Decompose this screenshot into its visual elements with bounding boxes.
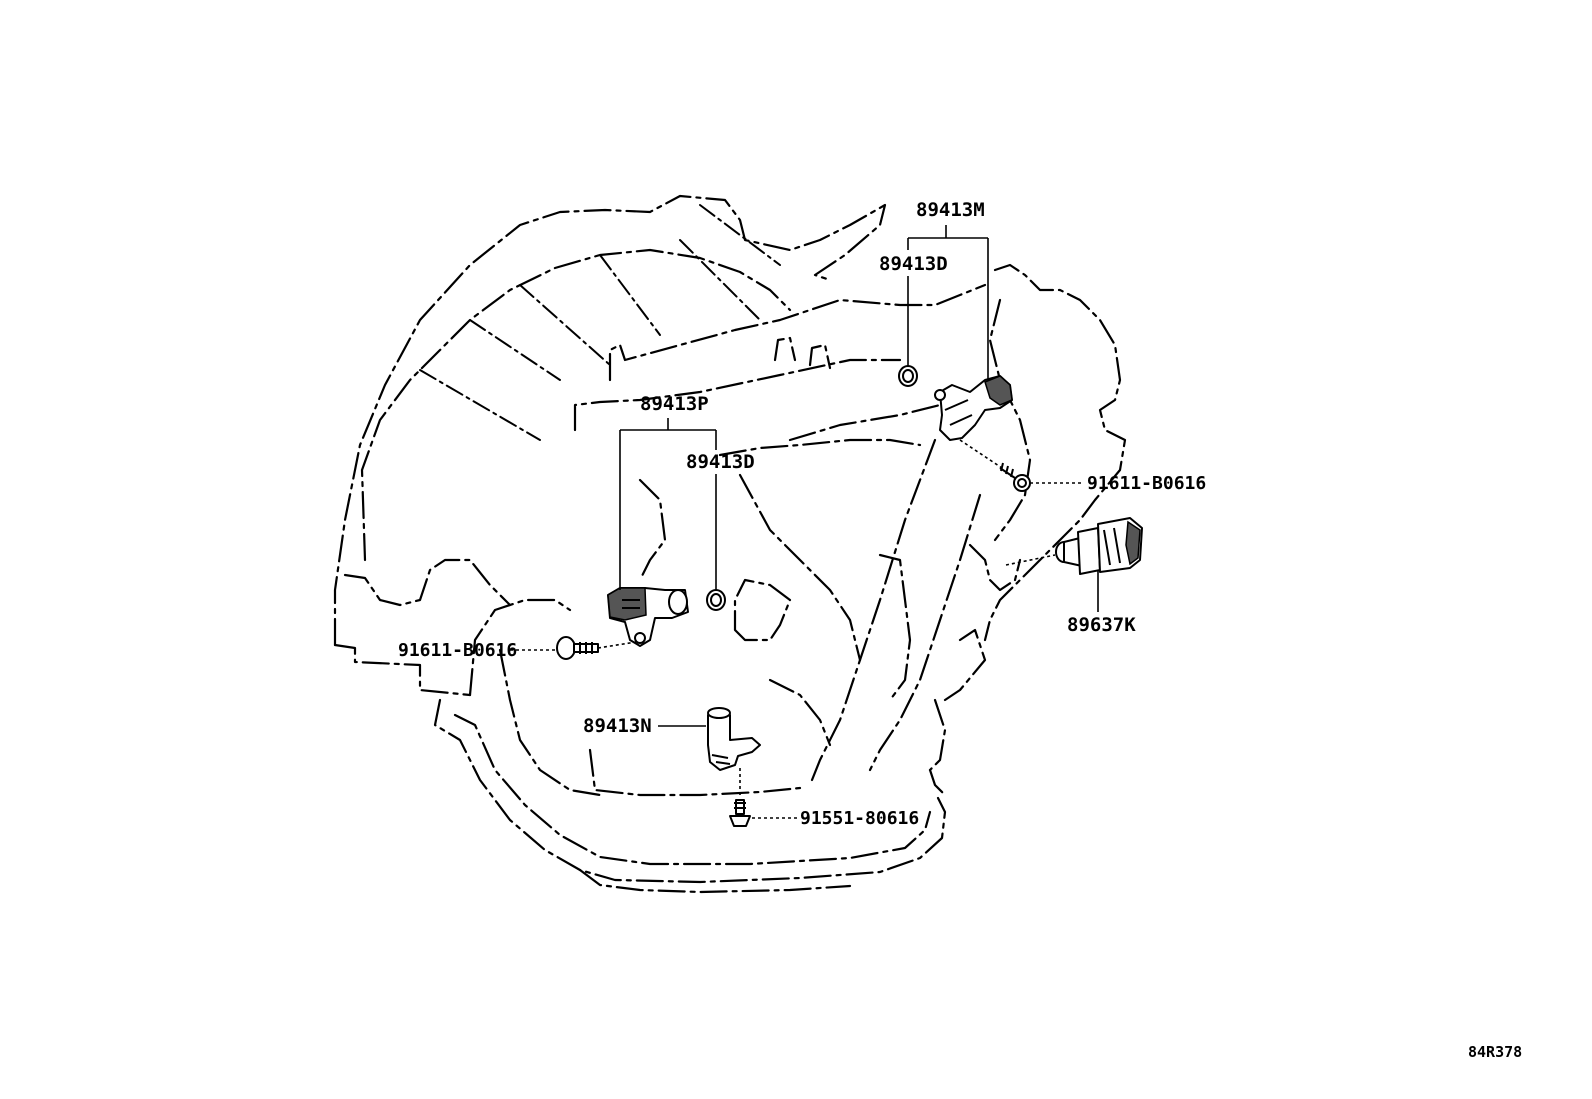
- bolt-lower: [729, 799, 751, 827]
- callout-89413N: 89413N: [583, 715, 652, 737]
- speed-sensor-upper: [934, 375, 1013, 441]
- speed-sensor-left: [607, 587, 689, 647]
- leader-lines: [510, 225, 1099, 819]
- transmission-housing-outline: [333, 194, 1127, 894]
- callout-89413D-middle: 89413D: [686, 451, 755, 473]
- callout-91611-B0616-left: 91611-B0616: [398, 640, 517, 661]
- callout-89413P: 89413P: [640, 393, 709, 415]
- figure-id: 84R378: [1468, 1043, 1522, 1061]
- callout-89413M: 89413M: [916, 199, 985, 221]
- o-ring-middle: [706, 589, 726, 611]
- callout-91611-B0616-right: 91611-B0616: [1087, 473, 1206, 494]
- bolt-left: [556, 636, 599, 660]
- pressure-sensor: [1055, 517, 1143, 575]
- callout-89413D-upper: 89413D: [879, 253, 948, 275]
- o-ring-upper: [898, 365, 918, 387]
- callout-91551-80616: 91551-80616: [800, 808, 919, 829]
- speed-sensor-lower: [707, 707, 761, 771]
- bolt-upper: [999, 462, 1031, 492]
- callout-89637K: 89637K: [1067, 614, 1136, 636]
